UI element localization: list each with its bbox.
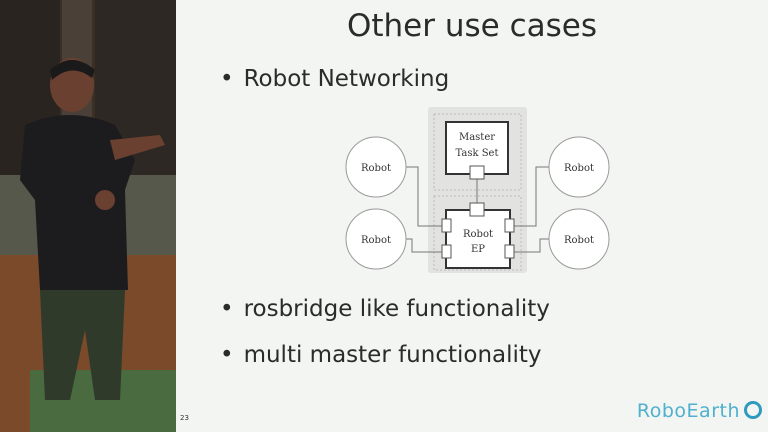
bullet-robot-networking: Robot Networking — [220, 66, 450, 92]
svg-text:Task Set: Task Set — [455, 148, 498, 159]
globe-icon — [744, 401, 762, 419]
logo-text: RoboEarth — [636, 400, 740, 422]
bullet-multi-master: multi master functionality — [220, 342, 542, 368]
svg-text:Robot: Robot — [564, 235, 594, 246]
robot-node: Robot — [548, 136, 610, 198]
speaker-photo — [0, 0, 176, 432]
svg-text:EP: EP — [471, 244, 485, 255]
bullet-rosbridge: rosbridge like functionality — [220, 296, 550, 322]
svg-text:Robot: Robot — [361, 163, 391, 174]
roboearth-logo: RoboEarth — [637, 400, 762, 422]
robot-node: Robot — [548, 208, 610, 270]
robot-node: Robot — [345, 208, 407, 270]
robot-ep-box: Robot EP — [441, 202, 515, 269]
svg-text:Robot: Robot — [463, 229, 493, 240]
svg-text:Robot: Robot — [361, 235, 391, 246]
robot-node: Robot — [345, 136, 407, 198]
slide-title: Other use cases — [346, 8, 597, 44]
master-task-set-box: Master Task Set — [445, 121, 509, 180]
slide-number: 23 — [180, 414, 189, 422]
svg-text:Master: Master — [459, 132, 495, 143]
svg-text:Robot: Robot — [564, 163, 594, 174]
